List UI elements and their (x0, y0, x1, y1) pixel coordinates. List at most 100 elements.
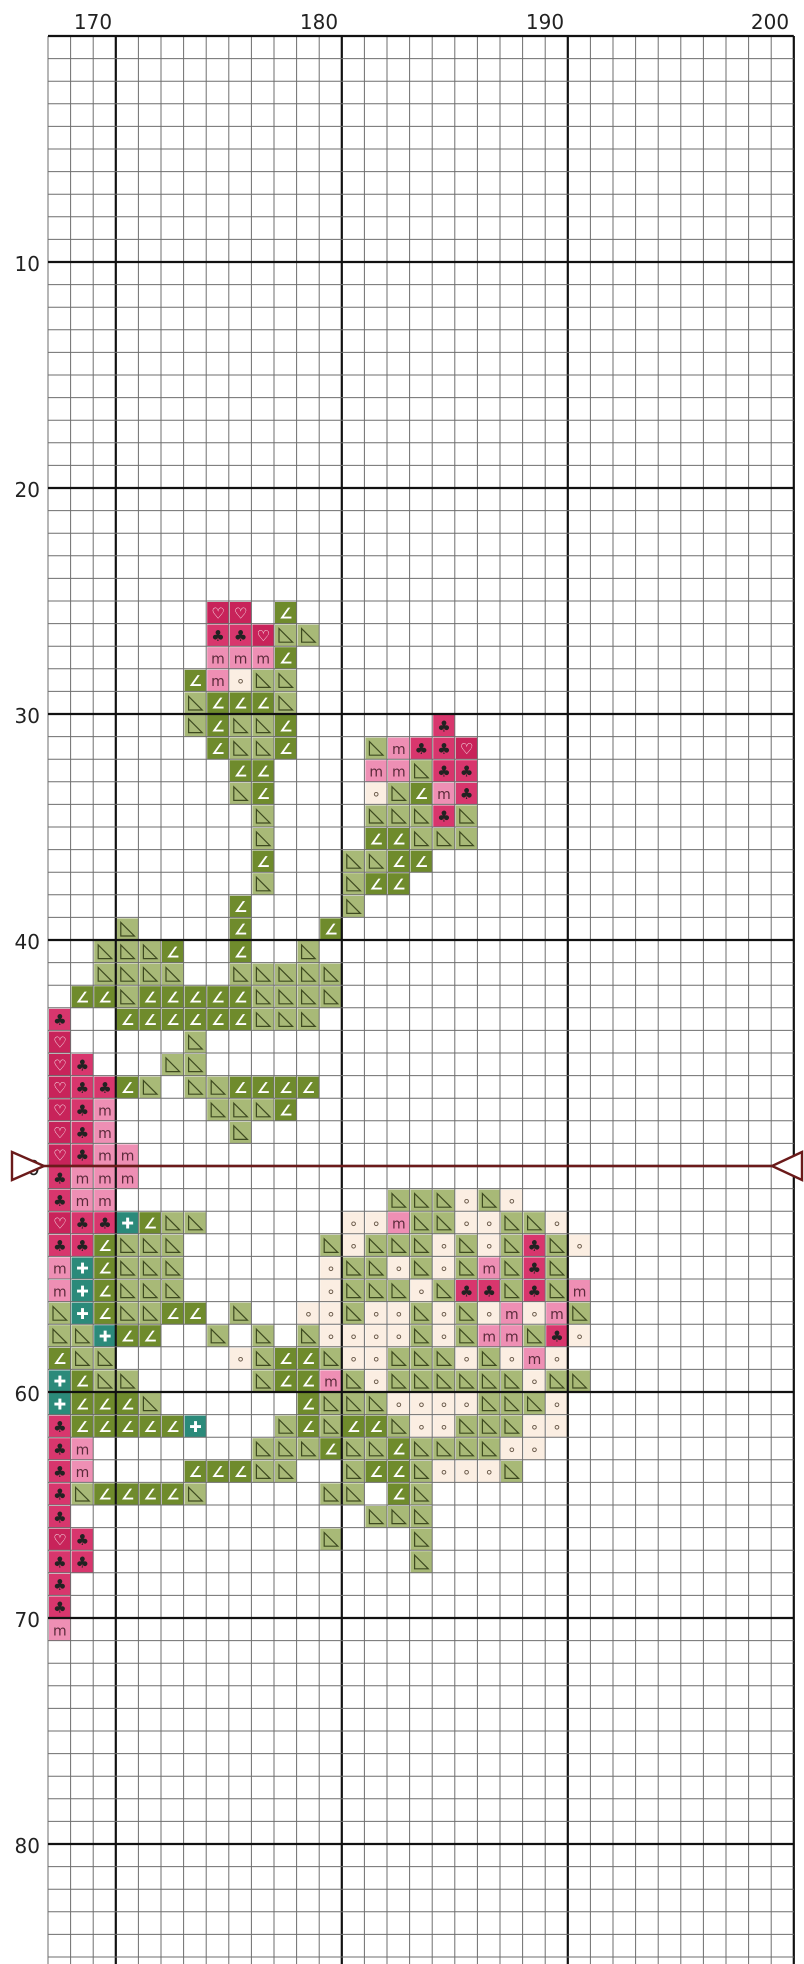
stitch-m: m (501, 1325, 523, 1347)
stitch-m: m (388, 760, 410, 782)
stitch-club: ♣ (72, 1529, 94, 1551)
stitch-tri (207, 1099, 229, 1121)
stitch-m: m (546, 1303, 568, 1325)
stitch-tri (252, 1099, 274, 1121)
svg-text:∠: ∠ (211, 1463, 224, 1481)
stitch-leaf: ∠ (139, 1212, 161, 1234)
stitch-leaf: ∠ (275, 1348, 297, 1370)
svg-text:∠: ∠ (211, 740, 224, 758)
stitch-tri (139, 1235, 161, 1257)
svg-text:∘: ∘ (326, 1305, 335, 1323)
stitch-dot: ∘ (320, 1325, 342, 1347)
stitch-heart: ♡ (252, 625, 274, 647)
svg-text:∠: ∠ (234, 921, 247, 939)
stitch-tri (456, 1235, 478, 1257)
svg-text:∠: ∠ (166, 1486, 179, 1504)
stitch-tri (252, 964, 274, 986)
stitch-leaf: ∠ (275, 1370, 297, 1392)
stitch-dot: ∘ (456, 1393, 478, 1415)
stitch-dot: ∘ (524, 1370, 546, 1392)
stitch-leaf: ∠ (207, 715, 229, 737)
stitch-dot: ∘ (524, 1303, 546, 1325)
stitch-tri (230, 783, 252, 805)
stitch-tri (546, 1235, 568, 1257)
stitch-tri (433, 1438, 455, 1460)
svg-text:∘: ∘ (394, 1328, 403, 1346)
stitch-club: ♣ (49, 1009, 71, 1031)
stitch-leaf: ∠ (49, 1348, 71, 1370)
column-number-label: 200 (751, 10, 789, 34)
svg-text:♣: ♣ (53, 1237, 66, 1255)
stitch-tri (411, 1325, 433, 1347)
stitch-tri (298, 1009, 320, 1031)
svg-text:∠: ∠ (234, 898, 247, 916)
stitch-tri (252, 805, 274, 827)
svg-text:∠: ∠ (256, 695, 269, 713)
column-number-labels: 170 180 190 200 (74, 10, 789, 34)
svg-text:m: m (505, 1330, 519, 1346)
svg-text:∠: ∠ (256, 1079, 269, 1097)
svg-text:♡: ♡ (53, 1079, 66, 1097)
stitch-tri (411, 1529, 433, 1551)
svg-text:∘: ∘ (462, 1463, 471, 1481)
stitch-tri (343, 1438, 365, 1460)
svg-text:∠: ∠ (324, 1441, 337, 1459)
svg-text:✚: ✚ (76, 1282, 89, 1300)
stitch-tri (185, 715, 207, 737)
stitch-leaf: ∠ (207, 986, 229, 1008)
stitch-tri (411, 1257, 433, 1279)
svg-text:∘: ∘ (485, 1237, 494, 1255)
stitch-dot: ∘ (388, 1303, 410, 1325)
stitch-leaf: ∠ (411, 851, 433, 873)
stitch-club: ♣ (72, 1054, 94, 1076)
stitch-m: m (388, 1212, 410, 1234)
stitch-club: ♣ (49, 1596, 71, 1618)
stitch-club: ♣ (49, 1190, 71, 1212)
svg-text:♡: ♡ (460, 740, 473, 758)
stitch-dot: ∘ (524, 1416, 546, 1438)
stitch-dot: ∘ (569, 1235, 591, 1257)
stitch-tri (207, 1325, 229, 1347)
stitch-heart: ♡ (230, 602, 252, 624)
stitch-tri (139, 1077, 161, 1099)
stitch-tri (411, 1461, 433, 1483)
stitch-leaf: ∠ (162, 986, 184, 1008)
stitch-leaf: ∠ (388, 873, 410, 895)
stitch-leaf: ∠ (162, 1303, 184, 1325)
stitch-tri (117, 1280, 139, 1302)
stitch-tri (252, 1438, 274, 1460)
stitch-tri (252, 1461, 274, 1483)
stitch-tri (162, 964, 184, 986)
stitch-leaf: ∠ (320, 918, 342, 940)
svg-text:m: m (53, 1284, 67, 1300)
svg-text:∘: ∘ (326, 1328, 335, 1346)
svg-text:∠: ∠ (211, 695, 224, 713)
stitch-tri (252, 1370, 274, 1392)
stitch-tri (433, 1280, 455, 1302)
svg-text:♡: ♡ (53, 1147, 66, 1165)
svg-text:♡: ♡ (256, 627, 269, 645)
svg-text:∠: ∠ (279, 1350, 292, 1368)
svg-text:m: m (121, 1171, 135, 1187)
row-number-label: 10 (15, 252, 40, 276)
svg-text:∘: ∘ (349, 1328, 358, 1346)
stitch-dot: ∘ (365, 1212, 387, 1234)
stitch-dot: ∘ (411, 1416, 433, 1438)
svg-text:∠: ∠ (143, 1011, 156, 1029)
svg-text:♣: ♣ (460, 763, 473, 781)
stitch-tri (411, 828, 433, 850)
stitch-leaf: ∠ (388, 828, 410, 850)
svg-text:♣: ♣ (437, 740, 450, 758)
stitch-dot: ∘ (546, 1393, 568, 1415)
svg-text:m: m (234, 652, 248, 668)
svg-text:∘: ∘ (552, 1395, 561, 1413)
stitch-tri (456, 1416, 478, 1438)
stitch-leaf: ∠ (162, 1416, 184, 1438)
stitch-tri (411, 805, 433, 827)
stitch-m: m (320, 1370, 342, 1392)
svg-text:∘: ∘ (552, 1350, 561, 1368)
svg-text:∠: ∠ (279, 717, 292, 735)
stitch-leaf: ∠ (162, 941, 184, 963)
svg-text:∠: ∠ (121, 1418, 134, 1436)
svg-text:∘: ∘ (372, 1215, 381, 1233)
